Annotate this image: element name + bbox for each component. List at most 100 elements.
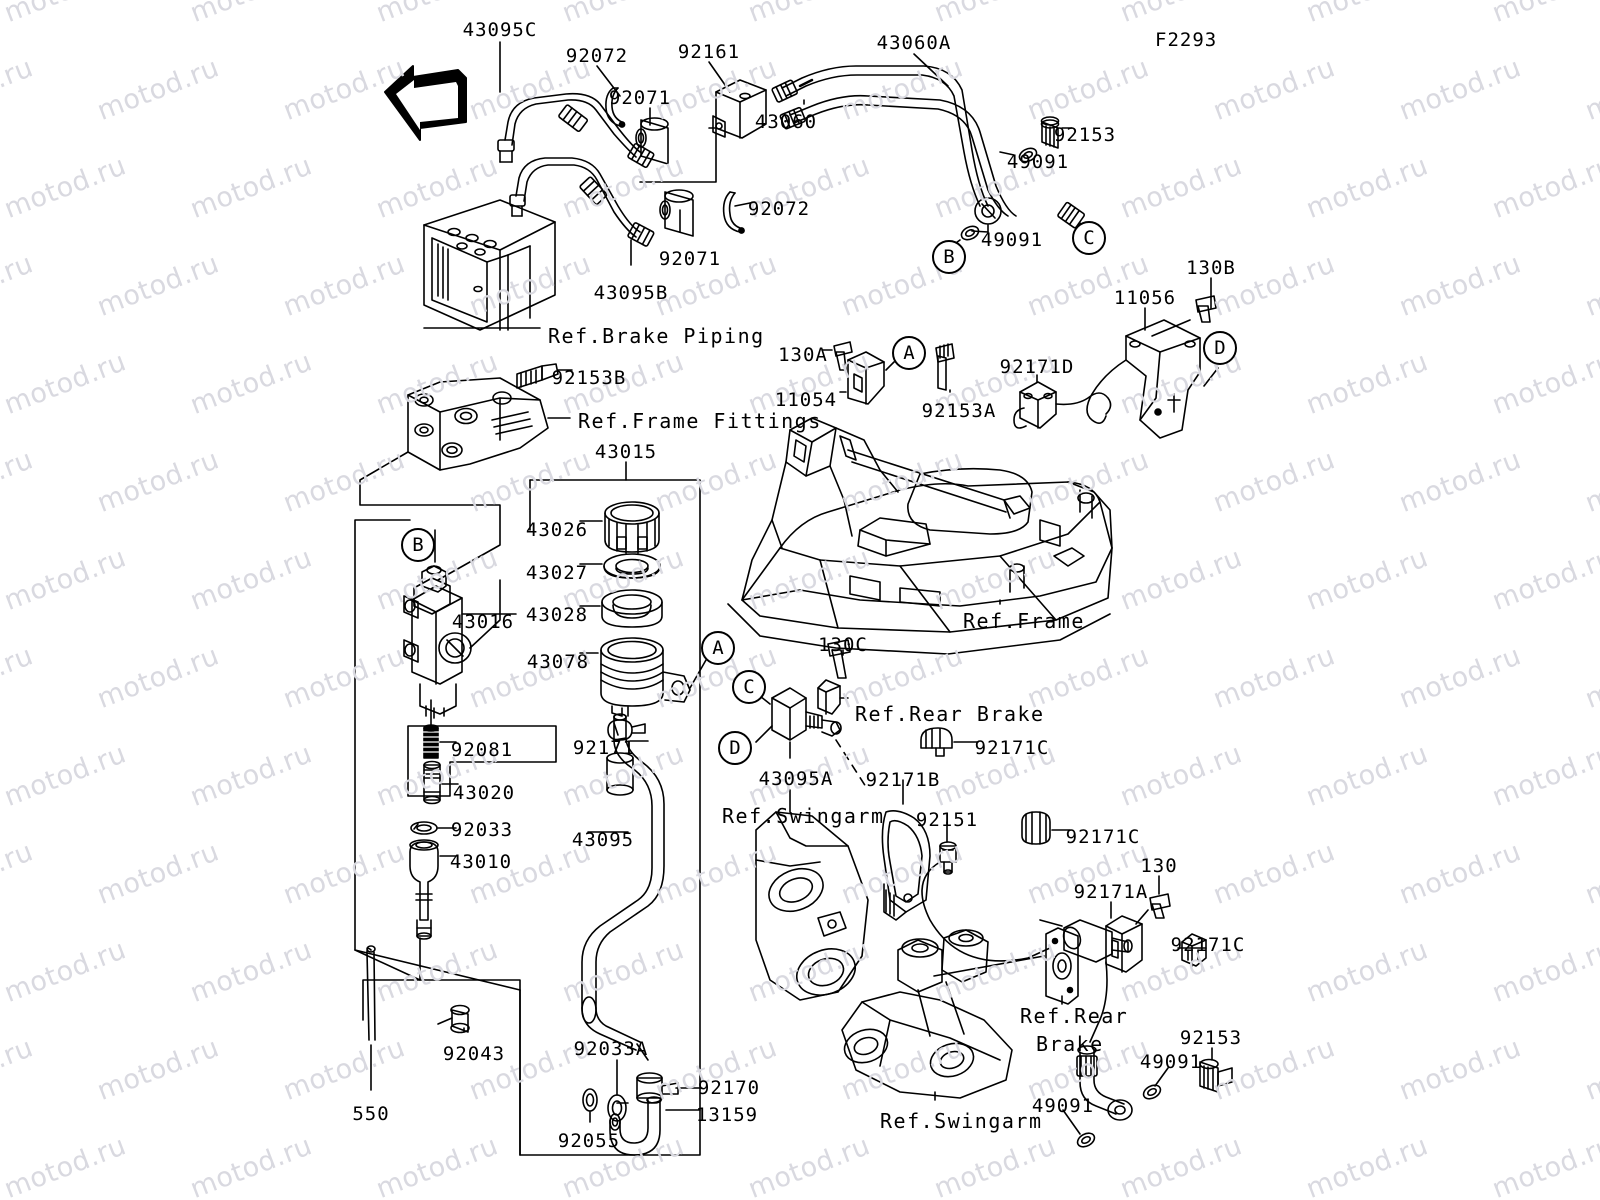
- part-number-label: 92033A: [573, 1038, 649, 1060]
- part-number-label: 550: [352, 1103, 390, 1125]
- part-43027-diaphragm: [603, 553, 661, 579]
- part-number-label: 92081: [450, 739, 514, 761]
- part-number-label: 43020: [452, 782, 516, 804]
- part-43010-piston-assembly: [409, 839, 439, 940]
- part-number-label: 92153A: [921, 400, 997, 422]
- part-number-label: 92072: [747, 198, 811, 220]
- bracket-11054: [847, 351, 885, 405]
- part-number-label: 92161: [677, 41, 741, 63]
- part-43095A-block: [771, 687, 842, 741]
- part-number-label: 92153: [1179, 1027, 1243, 1049]
- part-number-label: 92171: [572, 737, 636, 759]
- bolt-130A: [833, 341, 853, 371]
- part-number-label: 130A: [778, 344, 828, 366]
- reference-label: Ref.Brake Piping: [548, 324, 765, 348]
- rear-frame-assembly: [727, 417, 1113, 655]
- bolt-130: [1149, 893, 1171, 919]
- bolt-92153A: [935, 343, 955, 391]
- bolt-130C: [827, 639, 851, 679]
- part-number-label: 43095B: [593, 282, 669, 304]
- part-number-label: 92171C: [1170, 934, 1246, 956]
- clip-92072-lower: [722, 191, 745, 234]
- part-43028-ring: [601, 589, 663, 628]
- part-number-label: 43060A: [876, 32, 952, 54]
- part-number-label: 92171A: [1073, 881, 1149, 903]
- callout-bubble-a: A: [701, 631, 735, 665]
- part-number-label: 43026: [525, 519, 589, 541]
- hose-fitting-C-top: [1057, 201, 1086, 229]
- leader-43060A: [913, 53, 949, 87]
- bolt-92153B: [516, 363, 559, 389]
- part-number-label: 92151: [915, 809, 979, 831]
- leader-bubble-A-mid: [689, 659, 707, 689]
- reference-label: Brake: [1036, 1032, 1104, 1056]
- pipe-43060: [779, 94, 1017, 217]
- clip-92171C-1: [920, 727, 953, 757]
- leader-130B-line: [1151, 319, 1191, 337]
- part-43020-piston: [423, 760, 441, 805]
- part-number-label: 43015: [594, 441, 658, 463]
- figure-code: F2293: [1155, 29, 1218, 51]
- part-number-label: 43078: [526, 651, 590, 673]
- bracket-92171B: [881, 779, 931, 921]
- pipe-43060A: [771, 65, 989, 207]
- reference-label: Ref.Frame Fittings: [578, 409, 822, 433]
- part-number-label: 43095A: [758, 768, 834, 790]
- clip-92171C-2: [1021, 811, 1051, 845]
- leader-92161-bracket: [639, 127, 717, 183]
- part-number-label: 43010: [449, 851, 513, 873]
- leader-49091-bl: [1062, 1109, 1081, 1135]
- part-number-label: 92043: [442, 1043, 506, 1065]
- part-92170-clamp: [636, 1072, 679, 1104]
- part-43078-reservoir: [600, 637, 691, 717]
- part-number-label: 49091: [980, 229, 1044, 251]
- part-number-label: 43095C: [462, 19, 538, 41]
- leader-49091-br: [1154, 1067, 1169, 1087]
- bushing-92071-upper: [635, 117, 669, 165]
- part-number-label: 130: [1140, 855, 1178, 877]
- swingarm-left: [755, 811, 869, 1001]
- bolt-130B: [1195, 295, 1217, 323]
- hose-end-bottom: [1076, 1045, 1133, 1121]
- pointer-to-43016: [359, 451, 501, 581]
- hose-43095: [581, 713, 665, 1051]
- part-number-label: 92171C: [1065, 826, 1141, 848]
- banjo-fitting-B: [974, 197, 1002, 225]
- bolt-92151: [939, 841, 957, 875]
- part-number-label: 92033: [450, 819, 514, 841]
- callout-bubble-a: A: [892, 336, 926, 370]
- washer-49091-mid: [960, 225, 980, 241]
- swingarm-lower-linkage: [841, 929, 1013, 1099]
- clip-92171D: [1013, 381, 1112, 429]
- part-92043-pin: [437, 1004, 470, 1034]
- leader-plate-to-swingarm: [933, 955, 1045, 977]
- part-number-label: 43027: [525, 562, 589, 584]
- part-number-label: 92153: [1053, 124, 1117, 146]
- frame-fitting-bracket: [407, 377, 549, 471]
- leader-130-to-bracket: [1135, 909, 1149, 925]
- part-13159-joint: [609, 1096, 662, 1156]
- part-number-label: 11054: [774, 389, 838, 411]
- box-43016-left: [354, 519, 521, 991]
- part-number-label: 49091: [1139, 1051, 1203, 1073]
- part-number-label: 92071: [658, 248, 722, 270]
- dashed-to-92171B: [835, 739, 869, 791]
- part-number-label: 13159: [695, 1104, 759, 1126]
- leader-bubble-A-top: [885, 361, 895, 371]
- callout-bubble-b: B: [932, 240, 966, 274]
- part-number-label: 92071: [608, 87, 672, 109]
- part-number-label: 92171B: [865, 769, 941, 791]
- part-number-label: 43028: [525, 604, 589, 626]
- sensor-bottom-right: [1039, 919, 1133, 1043]
- washer-49091-top: [1018, 147, 1038, 163]
- washer-49091-bottom-left: [1076, 1132, 1096, 1148]
- leader-49091a: [999, 151, 1015, 156]
- part-number-label: 49091: [1031, 1095, 1095, 1117]
- part-number-label: 92171D: [999, 356, 1075, 378]
- part-number-label: 49091: [1006, 151, 1070, 173]
- plate-ref-rear-brake: [1045, 927, 1079, 1005]
- part-550-cotter-pin: [366, 945, 376, 1041]
